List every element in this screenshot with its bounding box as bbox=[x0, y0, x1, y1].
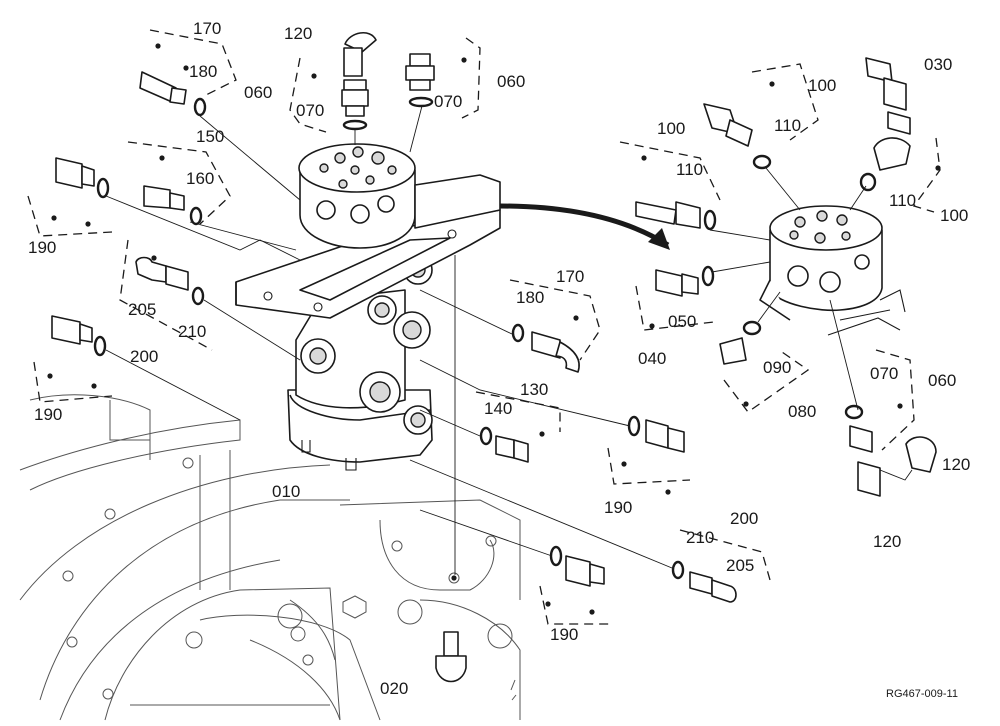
callout-010: 010 bbox=[272, 482, 300, 501]
leader-lines bbox=[105, 105, 913, 569]
callout-205: 205 bbox=[726, 556, 754, 575]
callout-030: 030 bbox=[924, 55, 952, 74]
callout-070: 070 bbox=[296, 101, 324, 120]
callout-100: 100 bbox=[940, 206, 968, 225]
callout-120: 120 bbox=[942, 455, 970, 474]
callout-110: 110 bbox=[889, 191, 916, 210]
callout-070: 070 bbox=[870, 364, 898, 383]
callout-100: 100 bbox=[657, 119, 685, 138]
callout-190: 190 bbox=[34, 405, 62, 424]
dashed-brackets bbox=[27, 29, 941, 625]
callout-170: 170 bbox=[556, 267, 584, 286]
callout-040: 040 bbox=[638, 349, 666, 368]
frame-housing bbox=[19, 394, 521, 721]
callout-100: 100 bbox=[808, 76, 836, 95]
callout-070: 070 bbox=[434, 92, 462, 111]
callout-170: 170 bbox=[193, 19, 221, 38]
callout-110: 110 bbox=[774, 116, 801, 135]
callout-180: 180 bbox=[189, 62, 217, 81]
callout-210: 210 bbox=[686, 528, 714, 547]
fittings bbox=[51, 32, 937, 683]
callout-050: 050 bbox=[668, 312, 696, 331]
callout-120: 120 bbox=[284, 24, 312, 43]
callout-210: 210 bbox=[178, 322, 206, 341]
callout-190: 190 bbox=[28, 238, 56, 257]
callout-130: 130 bbox=[520, 380, 548, 399]
callout-205: 205 bbox=[128, 300, 156, 319]
rotary-joint-assembly bbox=[499, 203, 906, 336]
callout-180: 180 bbox=[516, 288, 544, 307]
callout-060: 060 bbox=[244, 83, 272, 102]
callout-200: 200 bbox=[730, 509, 758, 528]
callout-190: 190 bbox=[550, 625, 578, 644]
callout-020: 020 bbox=[380, 679, 408, 698]
callout-060: 060 bbox=[497, 72, 525, 91]
drawing-code: RG467-009-11 bbox=[886, 688, 958, 700]
callout-140: 140 bbox=[484, 399, 512, 418]
callout-150: 150 bbox=[196, 127, 224, 146]
callout-110: 110 bbox=[676, 160, 703, 179]
callout-080: 080 bbox=[788, 402, 816, 421]
main-valve-assembly bbox=[235, 143, 501, 471]
callout-060: 060 bbox=[928, 371, 956, 390]
callout-190: 190 bbox=[604, 498, 632, 517]
callout-090: 090 bbox=[763, 358, 791, 377]
callout-160: 160 bbox=[186, 169, 214, 188]
callout-120: 120 bbox=[873, 532, 901, 551]
reference-dots bbox=[47, 43, 941, 615]
callout-200: 200 bbox=[130, 347, 158, 366]
callout-labels: 170 180 120 060 070 060 070 150 160 190 … bbox=[28, 19, 970, 698]
